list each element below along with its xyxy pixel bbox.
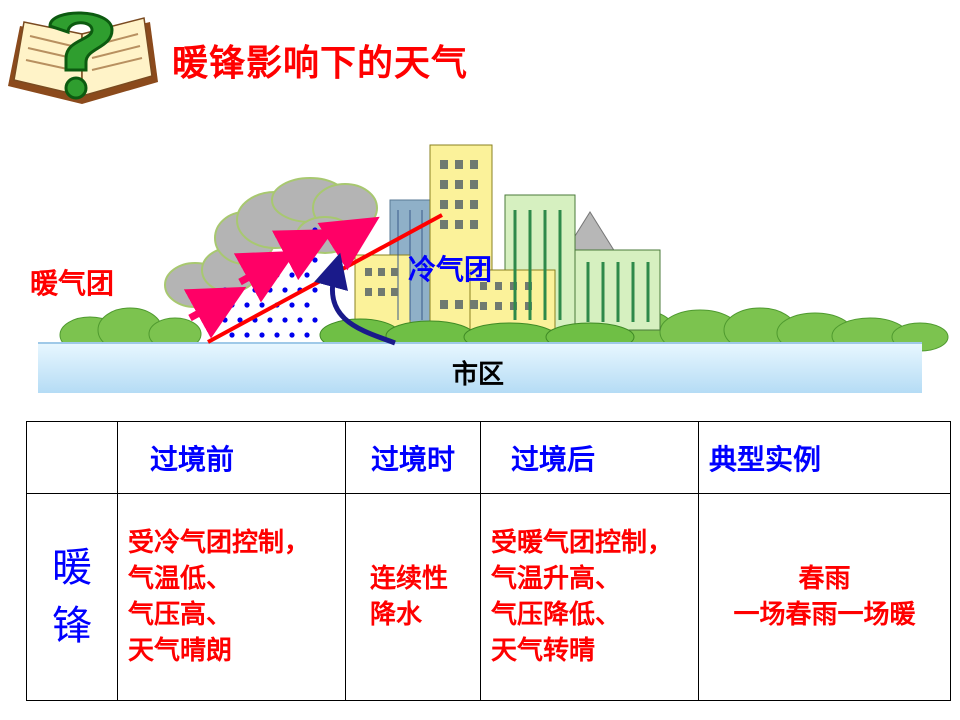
question-mark-glyph: ?: [0, 8, 1, 9]
cell-line: 气压降低、: [491, 600, 622, 630]
warm-front-diagram: [0, 130, 960, 400]
city-buildings: [354, 144, 661, 331]
city-label: 市区: [452, 360, 505, 390]
table-header-after: 过境后: [480, 421, 699, 494]
cell-line: 春雨: [798, 564, 851, 594]
cell-line: 受暖气团控制，: [491, 528, 674, 558]
cell-example: 春雨 一场春雨一场暖: [698, 493, 951, 701]
table-header-before: 过境前: [117, 421, 346, 494]
table-header-example: 典型实例: [698, 421, 951, 494]
row-label-char: 暖: [52, 545, 92, 591]
warm-air-label: 暖气团: [30, 267, 115, 300]
warm-front-illustration: [38, 144, 949, 393]
cell-during: 连续性 降水: [345, 493, 481, 701]
question-book-icon: ?: [0, 8, 165, 118]
row-label-text: 暖锋: [27, 539, 117, 655]
row-label-warm-front: 暖锋: [26, 493, 118, 701]
cell-after: 受暖气团控制， 气温升高、 气压降低、 天气转晴: [480, 493, 699, 701]
weather-table: 过境前 过境时 过境后 典型实例 暖锋 受冷气团控制， 气温低、 气压高、 天气…: [26, 421, 951, 701]
cell-line: 气温低、: [128, 564, 233, 594]
row-label-char: 锋: [52, 603, 92, 649]
cell-before: 受冷气团控制， 气温低、 气压高、 天气晴朗: [117, 493, 346, 701]
cell-line: 气压高、: [128, 600, 233, 630]
page-title: 暖锋影响下的天气: [172, 43, 469, 84]
cold-air-arrow: [314, 252, 396, 346]
cell-line: 受冷气团控制，: [128, 528, 311, 558]
table-row: 暖锋 受冷气团控制， 气温低、 气压高、 天气晴朗 连续性 降水 受暖气团控制，…: [26, 493, 951, 701]
cell-line: 连续性: [370, 564, 449, 594]
cell-line: 气温升高、: [491, 564, 622, 594]
cell-line: 一场春雨一场暖: [733, 600, 916, 630]
cell-line: 天气转晴: [491, 636, 596, 666]
table-header-during: 过境时: [345, 421, 481, 494]
table-header-empty: [26, 421, 118, 494]
cold-air-label: 冷气团: [408, 253, 493, 286]
cell-line: 天气晴朗: [128, 636, 233, 666]
ground-strip: [38, 343, 922, 393]
cell-line: 降水: [370, 600, 423, 630]
table-header-row: 过境前 过境时 过境后 典型实例: [26, 421, 951, 494]
warm-air-arrows: [183, 216, 380, 339]
